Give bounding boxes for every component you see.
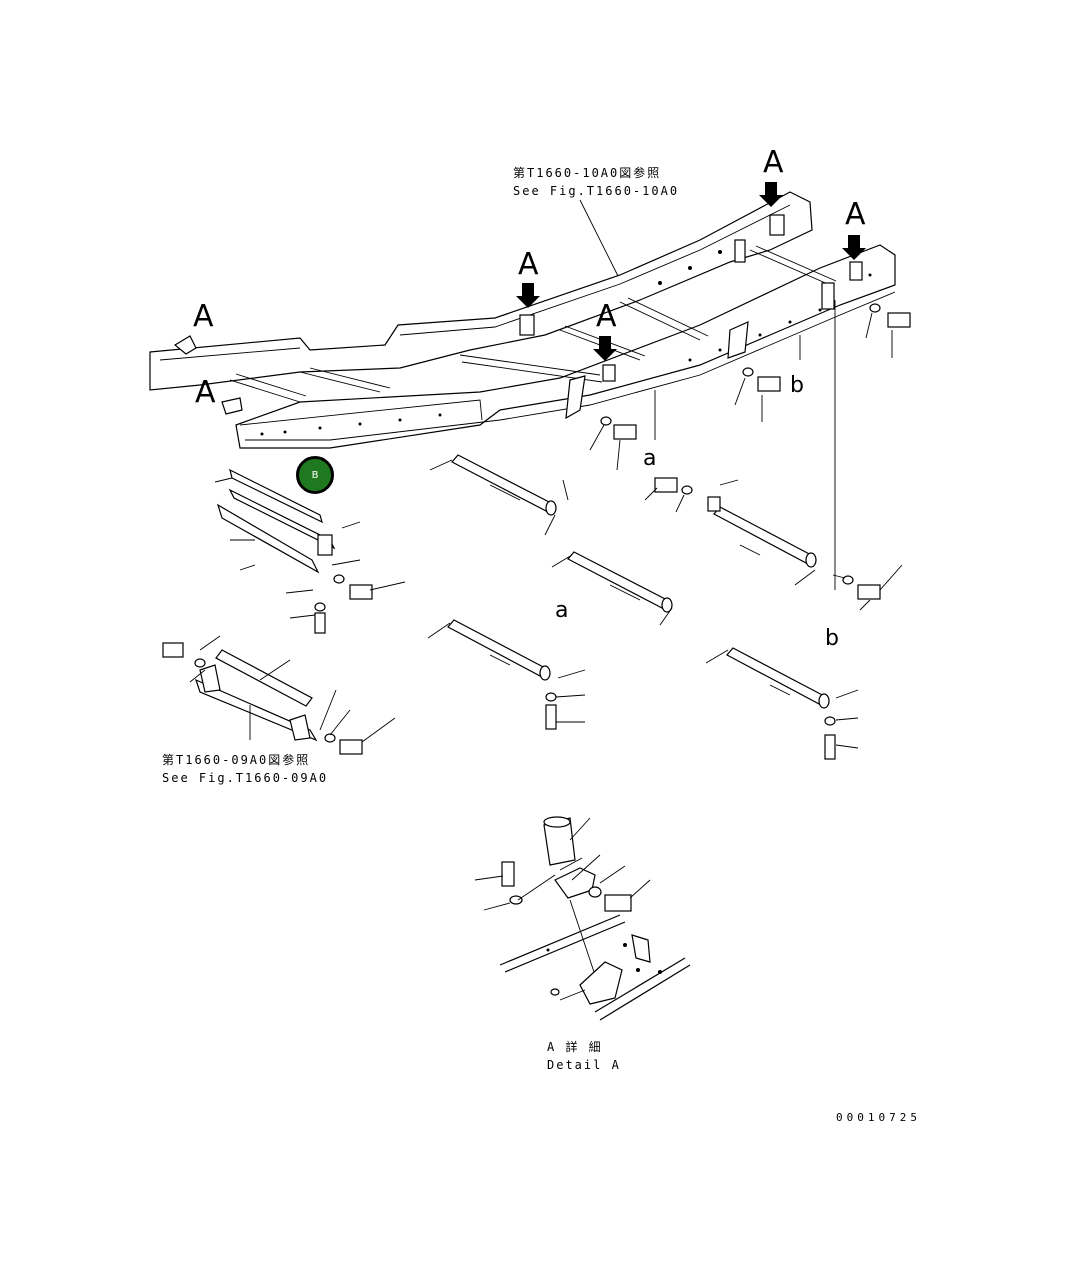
part-hotspot-marker[interactable]: B	[296, 456, 334, 494]
detail-a-drawing	[474, 816, 691, 1021]
guard-assembly-lower	[162, 635, 396, 755]
marker-label: B	[311, 469, 319, 481]
drawing-number: 00010725	[836, 1111, 921, 1124]
ref-top-jp: 第T1660-10A0図参照	[513, 166, 662, 180]
guard-assembly-upper	[214, 468, 406, 634]
view-letter-lower-b: b	[825, 626, 839, 651]
ref-left-en: See Fig.T1660-09A0	[162, 771, 329, 785]
view-letter-lower-a: a	[555, 598, 569, 623]
view-letter-lower-b: b	[790, 373, 804, 398]
view-letter-a: A	[195, 375, 216, 410]
main-frame	[149, 182, 896, 590]
view-letter-a: A	[518, 247, 539, 282]
cross-tubes	[427, 303, 911, 760]
view-letter-a: A	[763, 145, 784, 180]
ref-top-en: See Fig.T1660-10A0	[513, 184, 680, 198]
view-letter-a: A	[193, 299, 214, 334]
ref-left-jp: 第T1660-09A0図参照	[162, 753, 311, 767]
detail-a-title-jp: A 詳 細	[547, 1040, 603, 1054]
view-letter-lower-a: a	[643, 446, 657, 471]
view-letter-a: A	[845, 197, 866, 232]
detail-a-title-en: Detail A	[547, 1058, 621, 1072]
view-letter-a: A	[596, 299, 617, 334]
